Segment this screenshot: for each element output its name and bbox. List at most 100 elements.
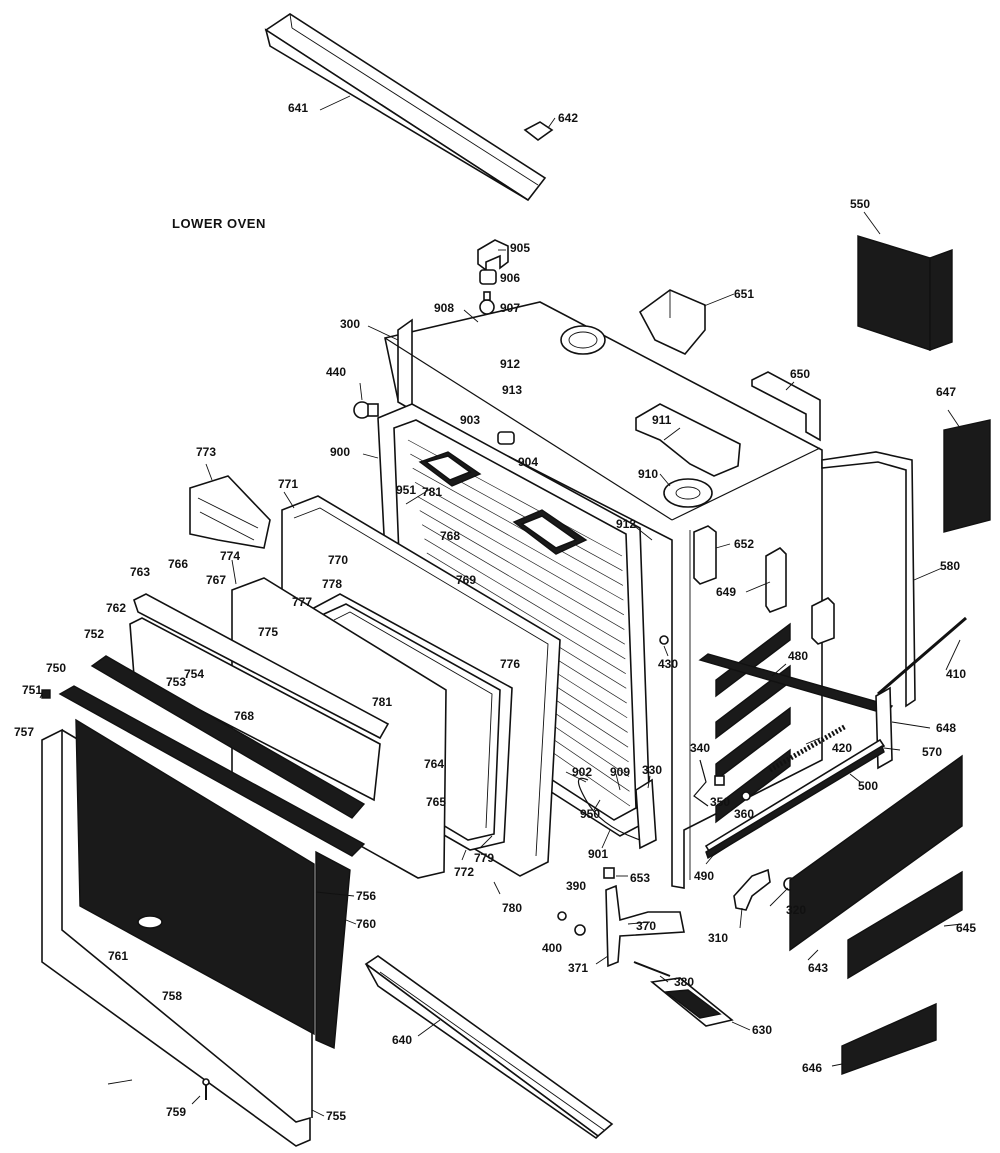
part-759-screw (202, 1078, 210, 1100)
part-label-900: 900 (330, 445, 350, 459)
part-760-door-side (315, 850, 351, 1050)
part-label-765: 765 (426, 795, 446, 809)
part-label-778: 778 (322, 577, 342, 591)
part-label-905: 905 (510, 241, 530, 255)
part-label-580: 580 (940, 559, 960, 573)
part-label-300: 300 (340, 317, 360, 331)
part-label-649: 649 (716, 585, 736, 599)
part-label-781b: 781 (372, 695, 392, 709)
rack-wire (417, 496, 625, 616)
part-906-lamp-socket (479, 269, 497, 285)
part-340-latch (693, 759, 709, 807)
part-751-clip (41, 689, 51, 699)
part-911-duct (635, 403, 741, 477)
part-label-776: 776 (500, 657, 520, 671)
part-label-767: 767 (206, 573, 226, 587)
part-label-759: 759 (166, 1105, 186, 1119)
part-label-901: 901 (588, 847, 608, 861)
part-label-647: 647 (936, 385, 956, 399)
part-label-758: 758 (162, 989, 182, 1003)
part-763-door-trim (133, 593, 390, 740)
part-label-757: 757 (14, 725, 34, 739)
part-650-bracket (751, 371, 821, 442)
part-label-380: 380 (674, 975, 694, 989)
part-label-769: 769 (456, 573, 476, 587)
part-label-912a: 912 (500, 357, 520, 371)
part-750-gasket (58, 685, 366, 857)
part-label-910: 910 (638, 467, 658, 481)
part-label-781a: 781 (422, 485, 442, 499)
part-550-insulation (857, 235, 953, 351)
part-761-handle (137, 915, 163, 929)
part-label-903: 903 (460, 413, 480, 427)
part-label-768a: 768 (440, 529, 460, 543)
part-label-909: 909 (610, 765, 630, 779)
part-label-911: 911 (652, 413, 672, 427)
part-label-370: 370 (636, 919, 656, 933)
part-label-754: 754 (184, 667, 204, 681)
part-label-761: 761 (108, 949, 128, 963)
part-label-648: 648 (936, 721, 956, 735)
part-label-570: 570 (922, 745, 942, 759)
part-440-knob (353, 401, 379, 419)
part-label-642: 642 (558, 111, 578, 125)
rack-wire (414, 482, 624, 601)
part-label-651: 651 (734, 287, 754, 301)
part-649-bracket (765, 547, 787, 613)
part-905-lamp-bracket (477, 239, 509, 272)
part-label-912b: 912 (616, 517, 636, 531)
part-label-330: 330 (642, 763, 662, 777)
part-951-element-pad (418, 451, 482, 487)
part-label-904: 904 (518, 455, 538, 469)
part-label-310: 310 (708, 931, 728, 945)
part-label-753: 753 (166, 675, 186, 689)
part-310-hinge (733, 868, 771, 911)
part-330-hinge (635, 778, 657, 850)
label-layer: 6416429059069079089129133004409039049009… (14, 101, 976, 1123)
part-label-641: 641 (288, 101, 308, 115)
part-label-400: 400 (542, 941, 562, 955)
rack-wire (421, 524, 626, 645)
part-652-hinge-bracket (693, 525, 717, 585)
part-label-770: 770 (328, 553, 348, 567)
part-781-pad (512, 509, 588, 555)
part-label-320: 320 (786, 903, 806, 917)
part-label-775: 775 (258, 625, 278, 639)
rack-wire (424, 538, 626, 660)
part-label-913: 913 (502, 383, 522, 397)
part-label-751: 751 (22, 683, 42, 697)
part-label-490: 490 (694, 869, 714, 883)
part-label-907: 907 (500, 301, 520, 315)
part-label-760: 760 (356, 917, 376, 931)
part-label-360: 360 (734, 807, 754, 821)
part-label-430: 430 (658, 657, 678, 671)
part-580-side-panel (821, 451, 916, 708)
part-653-bumper (603, 867, 615, 879)
rack-wire (426, 552, 626, 674)
rack-wire (419, 510, 625, 630)
part-645-insulation (847, 870, 963, 980)
part-640-bottom-trim (364, 955, 614, 1140)
part-label-908: 908 (434, 301, 454, 315)
part-label-340: 340 (690, 741, 710, 755)
part-420-spring (768, 723, 848, 773)
part-top-opening (560, 325, 606, 355)
part-label-646: 646 (802, 1061, 822, 1075)
part-647-insulation (943, 419, 991, 533)
part-label-773: 773 (196, 445, 216, 459)
part-903-lamp-holder (497, 431, 515, 445)
part-350-nut (714, 775, 725, 786)
part-label-779: 779 (474, 851, 494, 865)
part-label-440: 440 (326, 365, 346, 379)
part-label-950: 950 (580, 807, 600, 821)
part-646-insulation (841, 1002, 937, 1075)
part-430-screw (659, 635, 669, 645)
part-label-763: 763 (130, 565, 150, 579)
part-390-washer (557, 911, 567, 921)
part-752-gasket (90, 655, 366, 819)
part-label-756: 756 (356, 889, 376, 903)
part-label-500: 500 (858, 779, 878, 793)
part-label-350: 350 (710, 795, 730, 809)
part-label-780: 780 (502, 901, 522, 915)
